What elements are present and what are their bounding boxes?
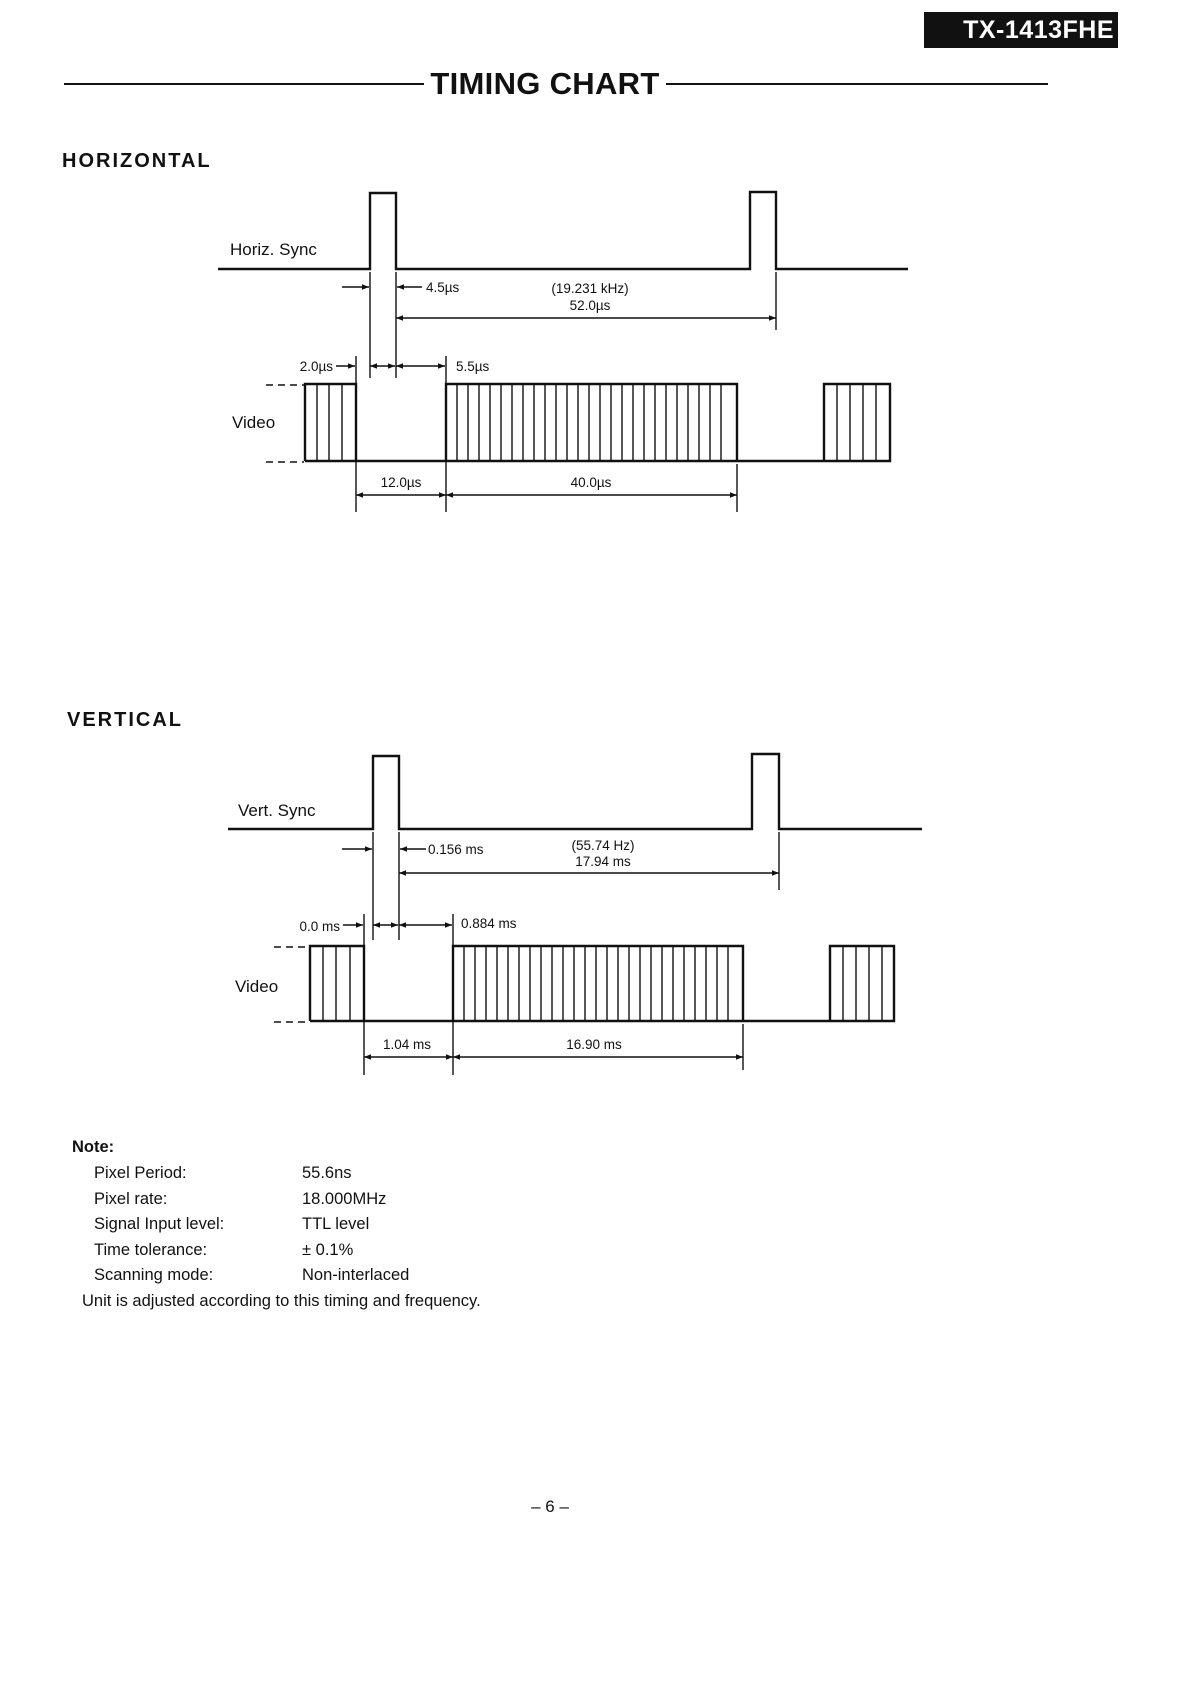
horizontal-heading: HORIZONTAL [62, 150, 212, 172]
horiz-video-block-active [456, 384, 722, 461]
vert-video-block-active [463, 946, 729, 1021]
vert-back-porch: 0.884 ms [461, 916, 517, 931]
vert-active: 16.90 ms [566, 1037, 622, 1052]
horiz-front-porch: 2.0µs [300, 359, 334, 374]
model-badge: TX-1413FHE [924, 12, 1118, 48]
horiz-video-block-left [316, 384, 343, 461]
page-title: TIMING CHART [430, 66, 660, 101]
vert-front-porch: 0.0 ms [299, 919, 340, 934]
vert-video-baseline [308, 944, 896, 1023]
vert-video-block-left [322, 946, 351, 1021]
page-number: – 6 – [531, 1497, 569, 1516]
note-value: 55.6ns [302, 1164, 352, 1182]
note-key: Pixel Period: [94, 1164, 187, 1182]
vert-period: 17.94 ms [575, 854, 631, 869]
vert-sync-waveform [228, 752, 922, 831]
note-value: 18.000MHz [302, 1190, 387, 1208]
notes-footer: Unit is adjusted according to this timin… [82, 1292, 481, 1310]
note-key: Signal Input level: [94, 1215, 225, 1233]
notes-title: Note: [72, 1138, 115, 1156]
vert-sync-width: 0.156 ms [428, 842, 484, 857]
vert-frequency: (55.74 Hz) [571, 838, 634, 853]
vert-sync-label: Vert. Sync [238, 801, 316, 820]
vertical-heading: VERTICAL [67, 709, 183, 731]
vert-video-label: Video [235, 977, 278, 996]
horiz-blanking: 12.0µs [381, 475, 422, 490]
vertical-timing-diagram: Vert. Sync Video 0.156 ms (55.74 Hz) 17.… [228, 752, 922, 1075]
title-rule-left [64, 83, 424, 85]
note-key: Pixel rate: [94, 1190, 168, 1208]
horiz-video-block-right [836, 384, 877, 461]
horiz-sync-width: 4.5µs [426, 280, 460, 295]
vert-blanking: 1.04 ms [383, 1037, 431, 1052]
horiz-frequency: (19.231 kHz) [551, 281, 628, 296]
horiz-sync-waveform [218, 190, 908, 271]
horiz-back-porch: 5.5µs [456, 359, 490, 374]
horiz-sync-label: Horiz. Sync [230, 240, 317, 259]
title-rule-right [666, 83, 1048, 85]
note-value: ± 0.1% [302, 1241, 354, 1259]
note-value: TTL level [302, 1215, 370, 1233]
horiz-period: 52.0µs [570, 298, 611, 313]
note-key: Scanning mode: [94, 1266, 214, 1284]
horiz-video-baseline [303, 382, 892, 463]
horiz-active: 40.0µs [571, 475, 612, 490]
horiz-video-label: Video [232, 413, 275, 432]
horizontal-timing-diagram: Horiz. Sync Video 4.5µs (19.231 kHz) 52.… [218, 190, 908, 512]
note-key: Time tolerance: [94, 1241, 208, 1259]
vert-video-block-right [842, 946, 883, 1021]
note-value: Non-interlaced [302, 1266, 410, 1284]
